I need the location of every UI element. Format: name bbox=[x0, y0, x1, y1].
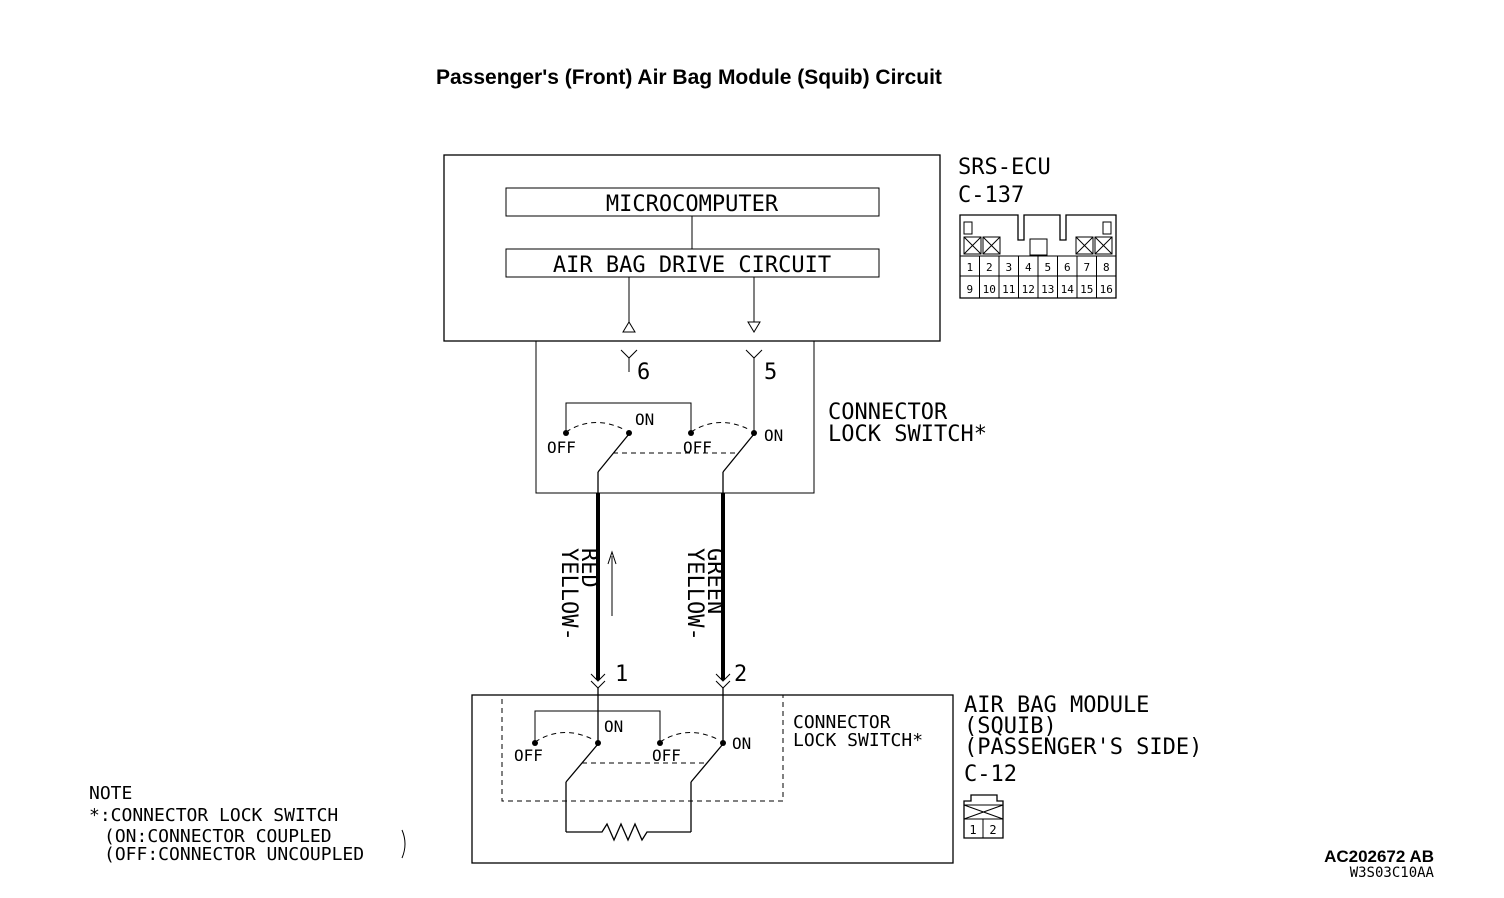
ecu-lock-switch bbox=[563, 402, 757, 493]
c137-pin-3: 3 bbox=[1005, 261, 1012, 274]
srs-ecu-box bbox=[443, 154, 941, 342]
wire-1-color-line1: YELLOW- bbox=[556, 548, 581, 641]
wire-2-color-line2: GREEN bbox=[702, 548, 727, 614]
c137-connector-face bbox=[959, 214, 1117, 299]
diagram-title: Passenger's (Front) Air Bag Module (Squi… bbox=[436, 66, 942, 89]
microcomputer-label: MICROCOMPUTER bbox=[606, 192, 779, 217]
c137-pin-5: 5 bbox=[1044, 261, 1051, 274]
ecu-pin-5-label: 5 bbox=[764, 360, 777, 385]
module-lock-switch-frame bbox=[501, 694, 784, 802]
c12-pin-2: 2 bbox=[989, 823, 996, 837]
c137-pin-13: 13 bbox=[1041, 283, 1054, 296]
ecu-pin-6-label: 6 bbox=[637, 360, 650, 385]
wire-1-color-line2: RED bbox=[576, 548, 601, 588]
output-triangle-down-icon bbox=[747, 321, 761, 333]
module-lock-switch bbox=[532, 688, 726, 842]
note-bracket-right bbox=[401, 829, 406, 859]
module-name-line3: (PASSENGER'S SIDE) bbox=[964, 735, 1202, 760]
drive-circuit-box bbox=[505, 248, 880, 278]
ecu-connector-id: C-137 bbox=[958, 183, 1024, 208]
module-pin-2-label: 2 bbox=[734, 662, 747, 687]
module-switch-on-left: ON bbox=[604, 717, 623, 736]
c137-pin-1: 1 bbox=[966, 261, 973, 274]
drive-circuit-label: AIR BAG DRIVE CIRCUIT bbox=[553, 253, 831, 278]
c137-pin-7: 7 bbox=[1083, 261, 1090, 274]
ecu-lock-switch-label-1: CONNECTOR bbox=[828, 400, 948, 425]
module-lock-switch-label-1: CONNECTOR bbox=[793, 712, 891, 733]
module-pin-1-label: 1 bbox=[615, 662, 628, 687]
c137-pin-11: 11 bbox=[1002, 283, 1015, 296]
module-switch-off-left: OFF bbox=[514, 746, 543, 765]
module-name-line1: AIR BAG MODULE bbox=[964, 693, 1149, 718]
figure-sub-code: W3S03C10AA bbox=[1350, 865, 1435, 881]
note-line2: (ON:CONNECTOR COUPLED bbox=[104, 826, 332, 847]
c137-pin-12: 12 bbox=[1022, 283, 1035, 296]
module-connector-pin-marks bbox=[590, 673, 731, 689]
ecu-lock-switch-frame bbox=[535, 341, 815, 494]
ecu-connector-pin-marks bbox=[620, 349, 763, 432]
module-connector-id: C-12 bbox=[964, 762, 1017, 787]
c137-pin-2: 2 bbox=[986, 261, 993, 274]
ecu-switch-off-left: OFF bbox=[547, 438, 576, 457]
ecu-name: SRS-ECU bbox=[958, 155, 1051, 180]
c12-pin-1: 1 bbox=[969, 823, 976, 837]
c137-pin-10: 10 bbox=[983, 283, 996, 296]
note-heading: NOTE bbox=[89, 783, 132, 804]
c137-pin-8: 8 bbox=[1103, 261, 1110, 274]
current-direction-arrow-icon bbox=[607, 550, 617, 616]
c137-pin-15: 15 bbox=[1080, 283, 1093, 296]
figure-code: AC202672 AB bbox=[1324, 847, 1434, 866]
ecu-switch-off-right: OFF bbox=[683, 438, 712, 457]
note-line1: *:CONNECTOR LOCK SWITCH bbox=[89, 805, 338, 826]
module-lock-switch-label-2: LOCK SWITCH* bbox=[793, 730, 923, 751]
ecu-switch-on-right: ON bbox=[764, 426, 783, 445]
c12-connector-face bbox=[963, 794, 1004, 839]
c137-pin-14: 14 bbox=[1061, 283, 1075, 296]
module-switch-off-right: OFF bbox=[652, 746, 681, 765]
c137-pin-16: 16 bbox=[1100, 283, 1113, 296]
output-triangle-up-icon bbox=[622, 321, 636, 333]
c137-pin-4: 4 bbox=[1025, 261, 1032, 274]
note-line3: (OFF:CONNECTOR UNCOUPLED bbox=[104, 844, 364, 865]
c137-pin-9: 9 bbox=[966, 283, 973, 296]
ecu-lock-switch-label-2: LOCK SWITCH* bbox=[828, 422, 987, 447]
module-switch-on-right: ON bbox=[732, 734, 751, 753]
ecu-switch-on-left: ON bbox=[635, 410, 654, 429]
c137-pin-6: 6 bbox=[1064, 261, 1071, 274]
wire-2-color-line1: YELLOW- bbox=[682, 548, 707, 641]
module-name-line2: (SQUIB) bbox=[964, 714, 1057, 739]
c137-bottom-pins: 9 10 11 12 13 14 15 16 bbox=[966, 276, 1113, 298]
squib-resistor-icon bbox=[566, 822, 691, 842]
